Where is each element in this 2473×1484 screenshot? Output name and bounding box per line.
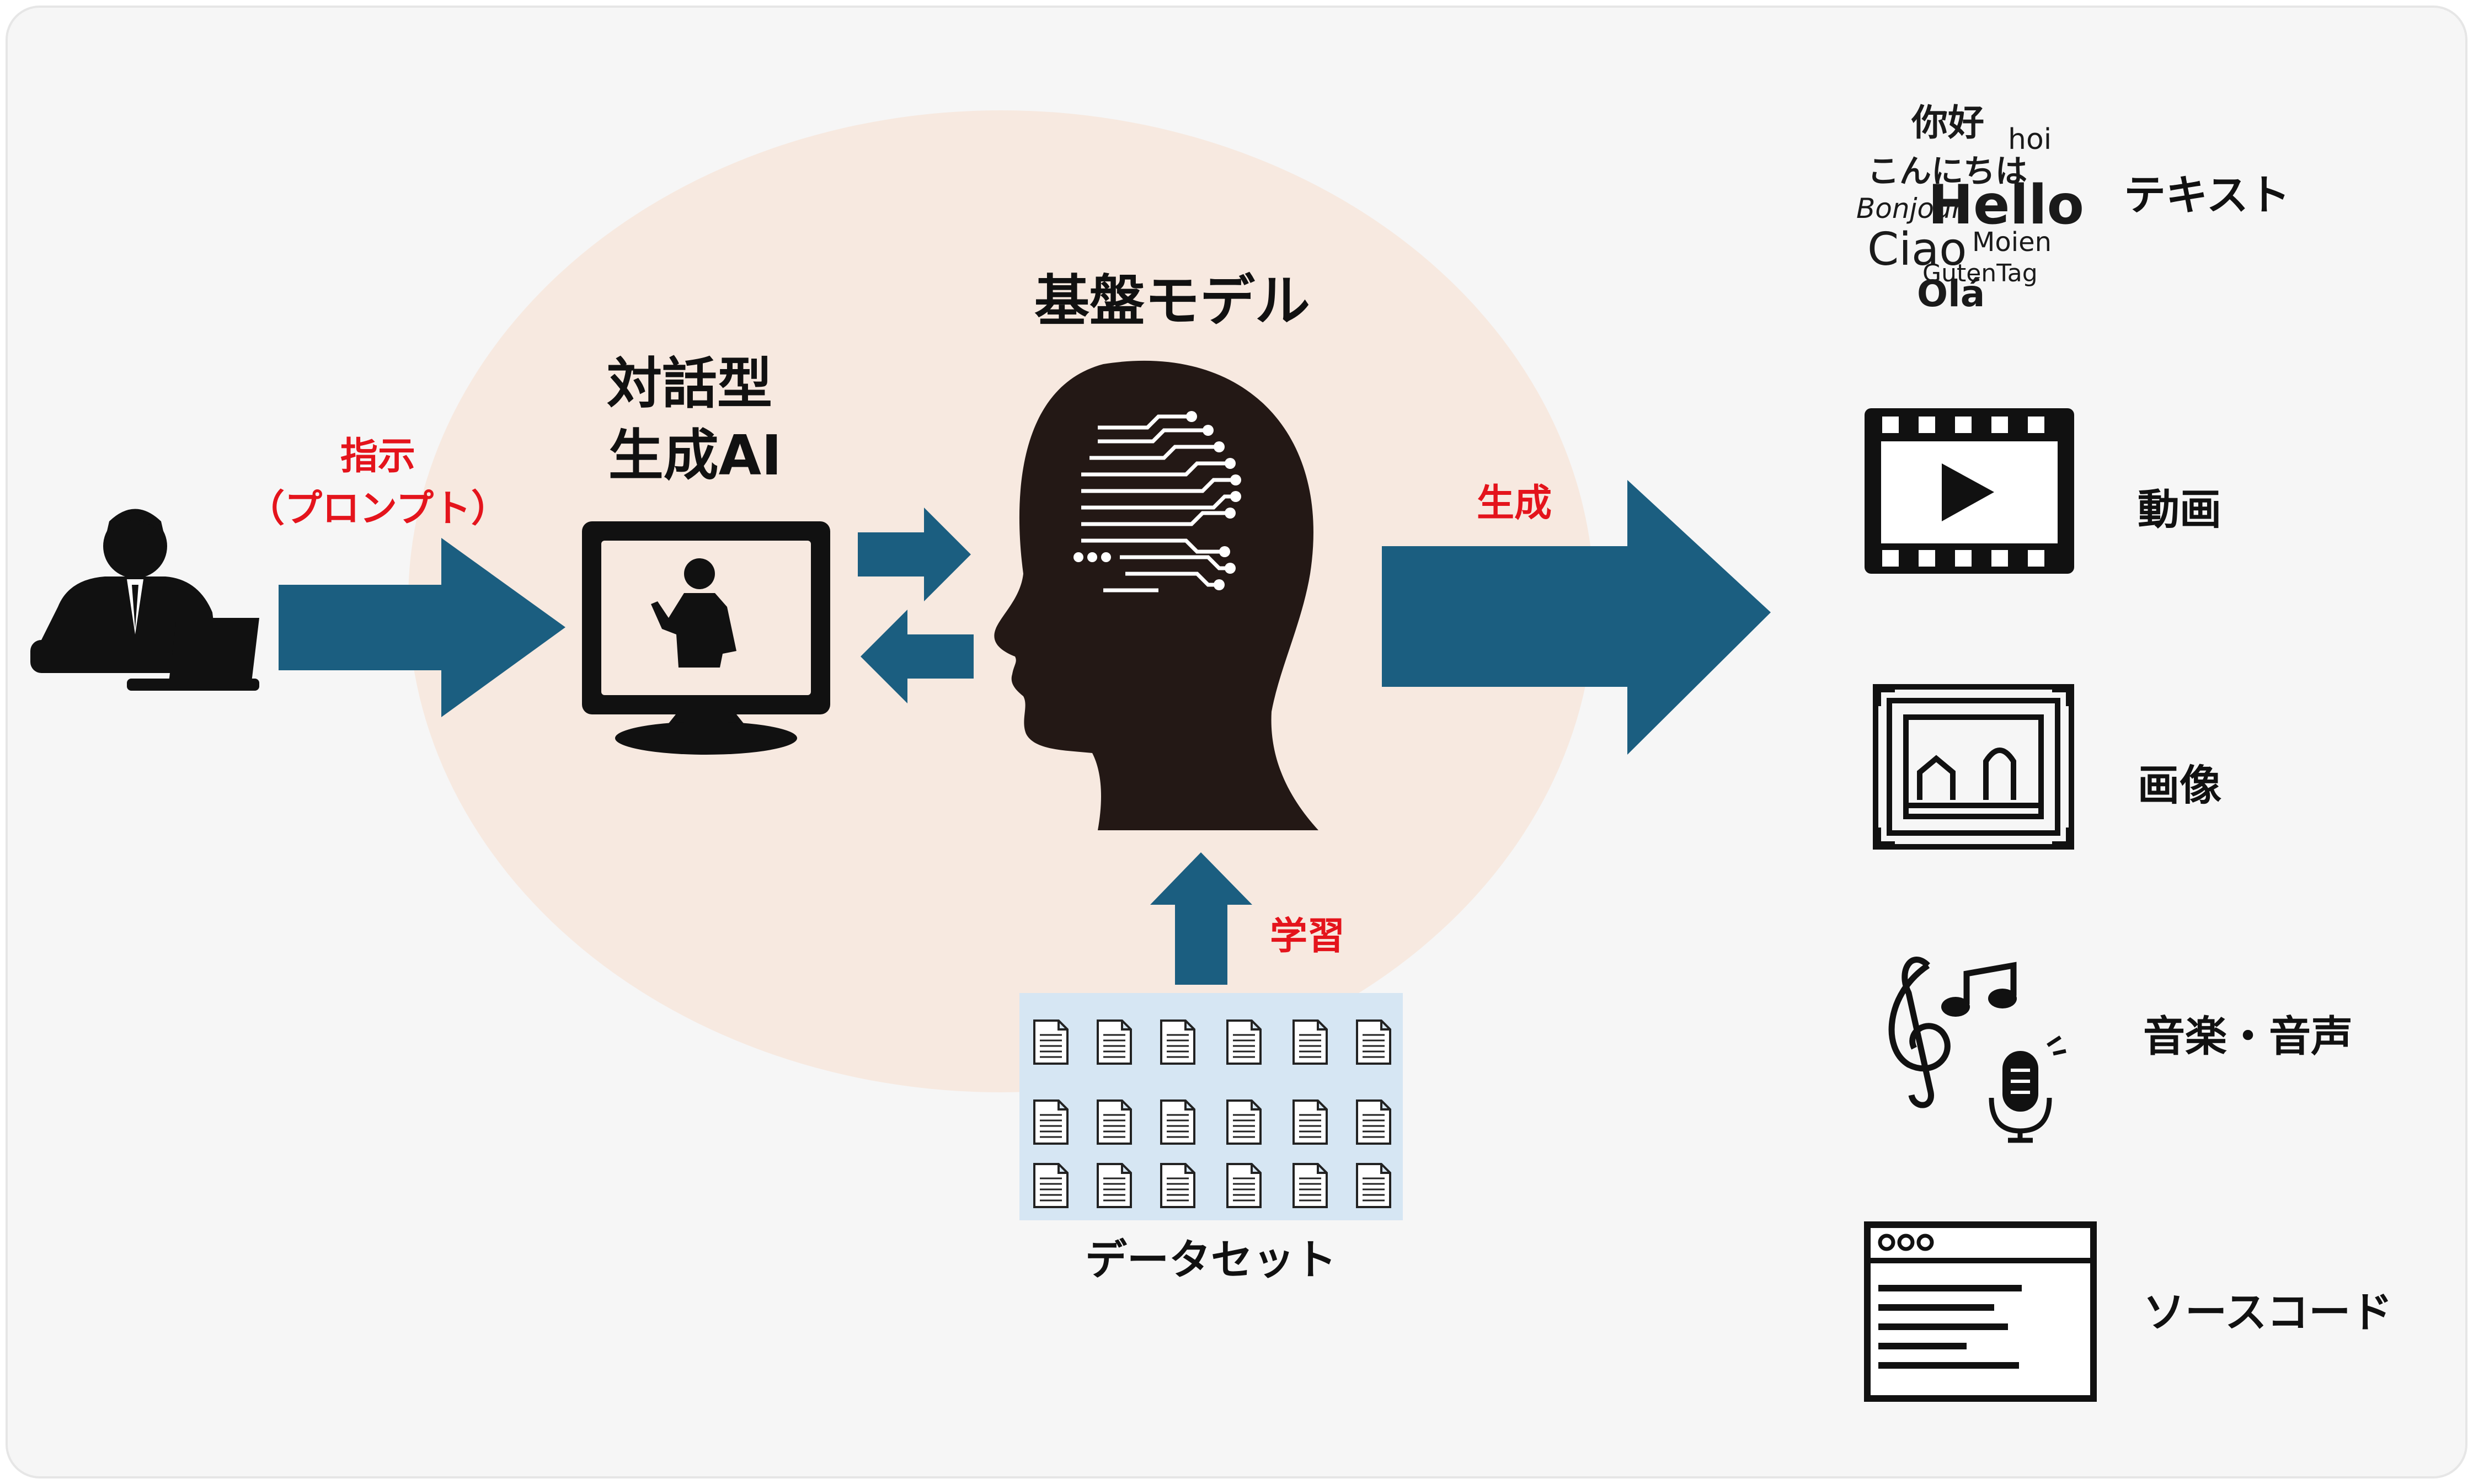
document-icon <box>1292 1163 1328 1208</box>
ai-head-icon <box>994 360 1318 830</box>
document-icon <box>1356 1099 1391 1145</box>
chat-ai-label-line2: 生成AI <box>608 423 782 488</box>
svg-text:Moien: Moien <box>1972 227 2052 258</box>
framed-picture-icon <box>1873 684 2074 850</box>
microphone-icon <box>1989 1035 2066 1143</box>
multilingual-text-icon: 你好 hoi こんにちは Hello Bonjour Ciao Moien Gu… <box>1856 102 2084 315</box>
instruction-label: 指示 <box>340 435 415 478</box>
document-icon <box>1160 1019 1195 1065</box>
document-icon <box>1097 1099 1132 1145</box>
user-at-laptop-icon <box>30 509 259 691</box>
dataset-label: データセット <box>1085 1235 1337 1284</box>
play-icon <box>1942 463 1994 521</box>
response-arrow <box>861 610 974 703</box>
monitor-icon <box>582 521 830 755</box>
prompt-label: （プロンプト） <box>247 487 509 531</box>
document-icon <box>1033 1019 1069 1065</box>
svg-text:GutenTag: GutenTag <box>1922 259 2038 287</box>
music-notes-icon <box>1888 957 2017 1108</box>
svg-text:Bonjour: Bonjour <box>1856 193 1965 225</box>
foundation-model-label: 基盤モデル <box>1034 269 1310 333</box>
document-icon <box>1356 1163 1391 1208</box>
generate-label: 生成 <box>1477 482 1552 525</box>
svg-text:Olá: Olá <box>1917 273 1985 315</box>
document-icon <box>1097 1019 1132 1065</box>
output-text-label: テキスト <box>2124 170 2290 220</box>
document-icon <box>1097 1163 1132 1208</box>
document-icon <box>1292 1099 1328 1145</box>
svg-text:Hello: Hello <box>1928 174 2084 237</box>
output-audio-label: 音楽・音声 <box>2143 1012 2353 1061</box>
output-image-label: 画像 <box>2138 761 2221 810</box>
document-icon <box>1033 1163 1069 1208</box>
svg-text:hoi: hoi <box>2008 123 2052 156</box>
document-icon <box>1226 1019 1262 1065</box>
learn-label: 学習 <box>1270 915 1345 958</box>
dataset-documents <box>1033 1019 1391 1208</box>
chat-ai-label-line1: 対話型 <box>607 351 772 416</box>
circuit-pattern <box>1081 414 1236 592</box>
document-icon <box>1033 1099 1069 1145</box>
dataset-box <box>1019 993 1403 1220</box>
document-icon <box>1160 1099 1195 1145</box>
output-source-code-label: ソースコード <box>2143 1288 2392 1337</box>
document-icon <box>1292 1019 1328 1065</box>
video-film-icon <box>1865 408 2074 574</box>
document-icon <box>1226 1099 1262 1145</box>
prompt-arrow <box>279 538 565 717</box>
generate-arrow <box>1382 480 1771 755</box>
code-window-icon <box>1864 1221 2097 1402</box>
svg-text:Ciao: Ciao <box>1867 223 1967 276</box>
learning-arrow <box>1150 852 1252 985</box>
request-arrow <box>858 508 971 601</box>
svg-text:こんにちは: こんにちは <box>1867 152 2027 190</box>
svg-text:你好: 你好 <box>1911 102 1984 144</box>
output-video-label: 動画 <box>2138 485 2221 534</box>
document-icon <box>1160 1163 1195 1208</box>
ai-system-ellipse <box>408 110 1594 1092</box>
document-icon <box>1356 1019 1391 1065</box>
assistant-silhouette-icon <box>651 558 736 668</box>
document-icon <box>1226 1163 1262 1208</box>
